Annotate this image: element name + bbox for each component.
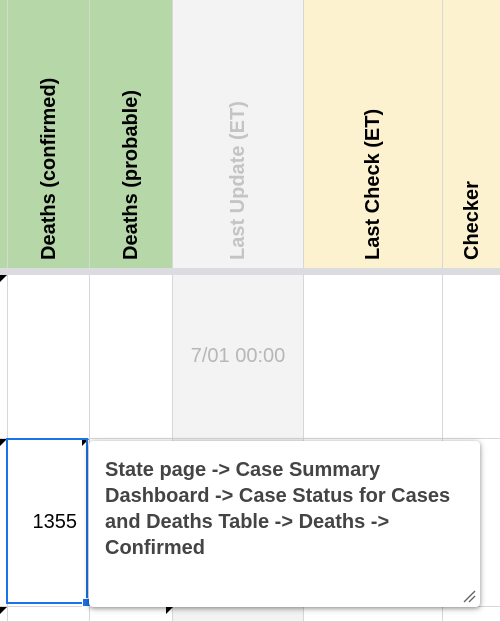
table-cell-deaths-probable[interactable] bbox=[90, 275, 173, 439]
table-cell-last-check[interactable] bbox=[304, 275, 443, 439]
note-indicator-icon bbox=[0, 607, 7, 614]
table-cell[interactable] bbox=[173, 607, 304, 622]
note-indicator-icon bbox=[166, 607, 173, 614]
table-cell[interactable] bbox=[304, 607, 443, 622]
note-indicator-icon bbox=[0, 275, 7, 282]
header-deaths-confirmed-label: Deaths (confirmed) bbox=[37, 77, 60, 260]
header-checker-label: Checker bbox=[460, 181, 483, 260]
header-last-update-label: Last Update (ET) bbox=[227, 101, 249, 260]
table-cell[interactable] bbox=[0, 275, 8, 439]
table-cell-deaths-confirmed[interactable] bbox=[8, 275, 90, 439]
header-last-check[interactable]: Last Check (ET) bbox=[304, 0, 443, 268]
table-cell[interactable] bbox=[443, 607, 500, 622]
header-checker[interactable]: Checker bbox=[443, 0, 500, 268]
note-text[interactable]: State page -> Case Summary Dashboard -> … bbox=[105, 459, 451, 559]
table-cell-checker[interactable] bbox=[443, 275, 500, 439]
header-cell-left-partial[interactable] bbox=[0, 0, 8, 268]
last-update-value: 7/01 00:00 bbox=[190, 345, 286, 367]
active-cell-selection bbox=[6, 438, 88, 604]
header-last-update[interactable]: Last Update (ET) bbox=[173, 0, 304, 268]
table-cell-deaths-confirmed-selected[interactable]: 1355 bbox=[8, 439, 90, 607]
table-cell[interactable] bbox=[8, 607, 90, 622]
cell-note-popup[interactable]: State page -> Case Summary Dashboard -> … bbox=[89, 441, 480, 607]
table-cell[interactable] bbox=[90, 607, 173, 622]
header-last-check-label: Last Check (ET) bbox=[362, 108, 384, 260]
header-deaths-probable[interactable]: Deaths (probable) bbox=[90, 0, 173, 268]
note-indicator-icon bbox=[0, 439, 7, 446]
resize-grip-icon[interactable] bbox=[462, 589, 476, 603]
deaths-confirmed-value: 1355 bbox=[32, 511, 78, 533]
note-indicator-icon bbox=[82, 439, 89, 446]
frozen-row-divider[interactable] bbox=[0, 268, 500, 275]
header-deaths-probable-label: Deaths (probable) bbox=[120, 89, 142, 260]
table-cell-last-update[interactable]: 7/01 00:00 bbox=[173, 275, 304, 439]
header-deaths-confirmed[interactable]: Deaths (confirmed) bbox=[8, 0, 90, 268]
